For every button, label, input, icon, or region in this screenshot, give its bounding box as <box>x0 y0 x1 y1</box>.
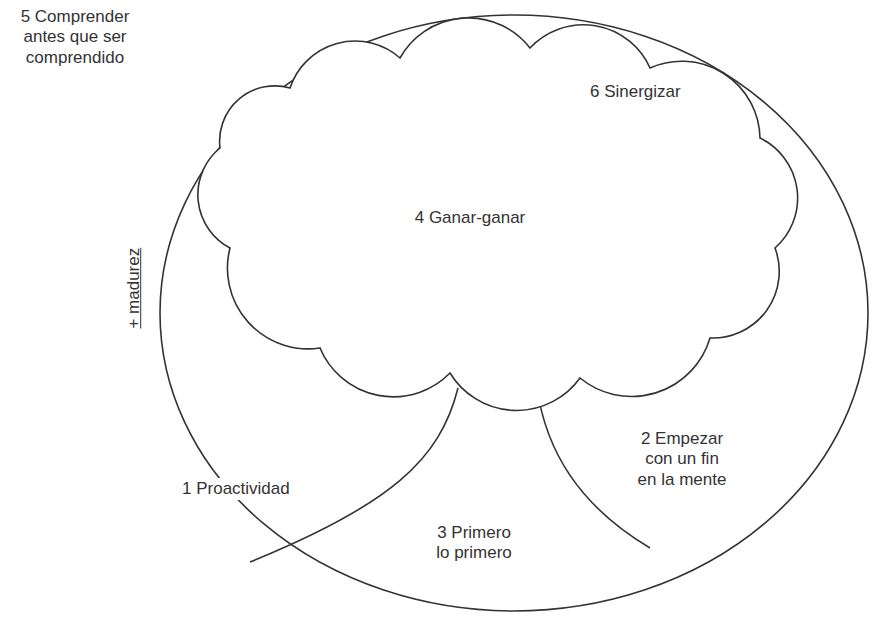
outer-ellipse <box>160 15 868 611</box>
axis-label: + madurez <box>123 246 145 331</box>
habit-label: 2 Empezar con un fin en la mente <box>632 428 732 491</box>
habit-label: 1 Proactividad <box>180 478 334 500</box>
trunk-line <box>250 388 458 562</box>
habit-label: 6 Sinergizar <box>590 82 681 102</box>
habit-label: 3 Primero lo primero <box>430 522 518 565</box>
habit-center-label: 4 Ganar-ganar <box>415 208 526 228</box>
cloud-shape: 6 Sinergizar 4 Ganar-ganar <box>200 28 790 388</box>
cloud-outline <box>198 18 798 411</box>
habit-label: 5 Comprender antes que ser comprendido <box>8 6 142 69</box>
